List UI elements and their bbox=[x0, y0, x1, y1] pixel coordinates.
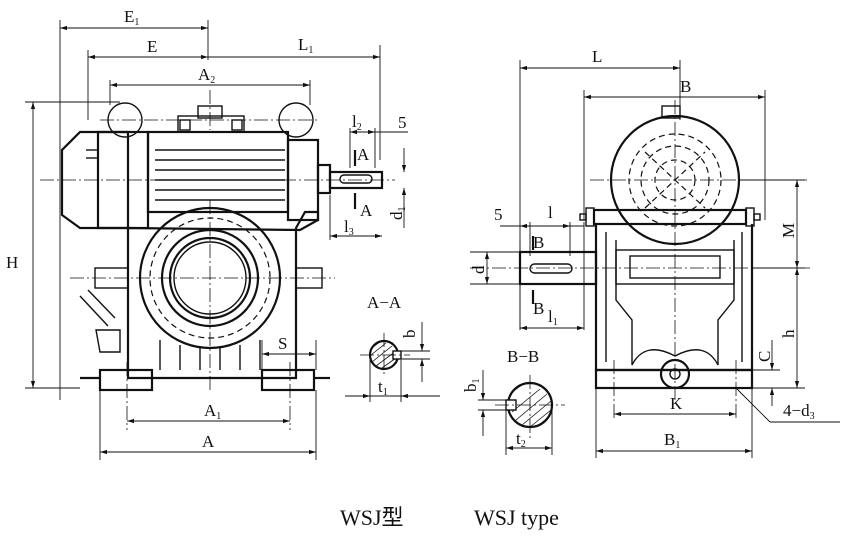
dim-B: B bbox=[680, 77, 691, 96]
dim-b: b bbox=[400, 330, 419, 339]
dim-C: C bbox=[755, 351, 774, 362]
dim-4-d3: 4−d3 bbox=[783, 401, 815, 422]
dim-d: d bbox=[469, 265, 488, 274]
dim-t2: t2 bbox=[516, 429, 526, 450]
dim-B1: B1 bbox=[664, 430, 680, 451]
dim-A1: A1 bbox=[204, 401, 221, 422]
dim-E: E bbox=[147, 37, 157, 56]
figure-caption: WSJ型 WSJ type bbox=[340, 505, 559, 530]
dim-t1: t1 bbox=[378, 377, 388, 398]
section-bb: B−B b1 t2 bbox=[461, 347, 565, 455]
dim-l2: l2 bbox=[352, 112, 362, 133]
section-mark-B-upper: B bbox=[533, 233, 544, 252]
section-aa: A−A b t1 bbox=[345, 293, 440, 402]
section-mark-A-top: A bbox=[357, 145, 370, 164]
dim-A2: A2 bbox=[198, 65, 215, 86]
section-mark-A-bottom: A bbox=[360, 201, 373, 220]
dim-l: l bbox=[548, 203, 553, 222]
front-view: E1 E L1 A2 H bbox=[6, 7, 408, 460]
dim-L: L bbox=[592, 47, 602, 66]
section-bb-title: B−B bbox=[507, 347, 539, 366]
dim-h: h bbox=[779, 329, 798, 338]
dim-E1: E1 bbox=[124, 7, 139, 28]
caption-en: WSJ type bbox=[474, 505, 559, 530]
dim-L1: L1 bbox=[298, 35, 313, 56]
dim-d1: d1 bbox=[387, 207, 408, 221]
dim-l3: l3 bbox=[344, 217, 354, 238]
side-view: L B bbox=[469, 47, 840, 458]
dim-5-front: 5 bbox=[398, 113, 407, 132]
dim-K: K bbox=[670, 394, 683, 413]
caption-cn: WSJ型 bbox=[340, 505, 404, 530]
dim-l1: l1 bbox=[548, 307, 558, 328]
dim-b1: b1 bbox=[461, 379, 482, 393]
dim-5-side: 5 bbox=[494, 205, 503, 224]
dim-H: H bbox=[6, 253, 18, 272]
section-aa-title: A−A bbox=[367, 293, 402, 312]
section-mark-B-lower: B bbox=[533, 299, 544, 318]
dim-S: S bbox=[278, 334, 287, 353]
dim-A: A bbox=[202, 432, 215, 451]
dim-M: M bbox=[779, 223, 798, 238]
